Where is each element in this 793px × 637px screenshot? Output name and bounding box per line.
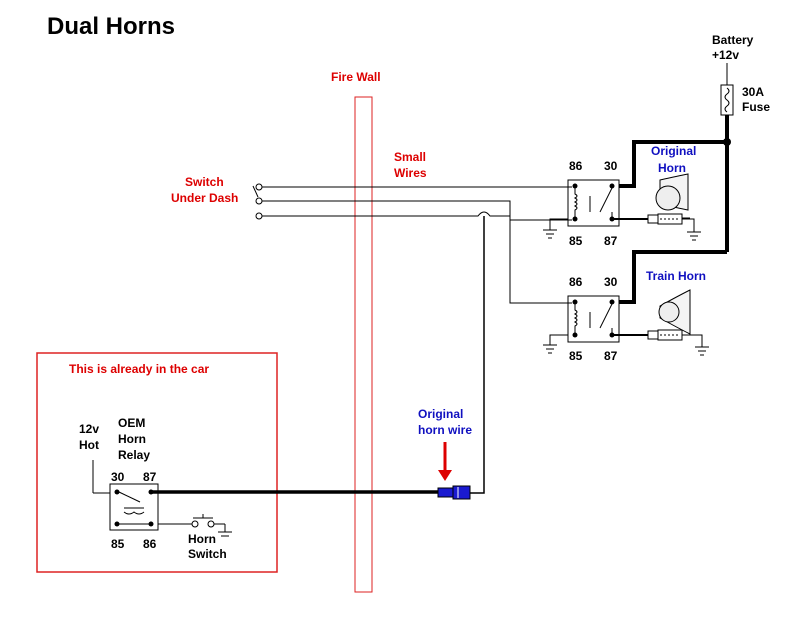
fuse-label-2: Fuse (742, 100, 770, 114)
train-horn-label: Train Horn (646, 269, 706, 283)
oem-pin-85: 85 (111, 537, 125, 551)
fuse-label-1: 30A (742, 85, 764, 99)
small-wires (262, 186, 572, 304)
switch-label-2: Under Dash (171, 191, 238, 205)
battery-label-2: +12v (712, 48, 739, 62)
oem-pin-87: 87 (143, 470, 157, 484)
horn-wire-label-1: Original (418, 407, 463, 421)
ground-icon (543, 334, 568, 354)
original-horn-label-1: Original (651, 144, 696, 158)
relay2-pin-85: 85 (569, 349, 583, 363)
relay2-pin-86: 86 (569, 275, 583, 289)
oem-pin-86: 86 (143, 537, 157, 551)
relay1-pin-86: 86 (569, 159, 583, 173)
existing-car-label: This is already in the car (69, 362, 209, 376)
train-horn-icon (658, 289, 691, 335)
power-bus (619, 115, 729, 304)
diagram-title: Dual Horns (47, 13, 175, 40)
hot-label-1: 12v (79, 422, 99, 436)
ground-icon (543, 218, 568, 239)
horn-switch-label-1: Horn (188, 532, 216, 546)
oem-relay-label-2: Horn (118, 432, 146, 446)
wire-connector (437, 485, 471, 500)
horn-switch-icon (158, 514, 232, 537)
arrow-down-icon (438, 442, 452, 481)
train-horn-connector (612, 329, 709, 356)
horn-icon (650, 173, 690, 219)
fuse (720, 84, 734, 116)
small-wires-label-2: Wires (394, 166, 427, 180)
relay2-pin-87: 87 (604, 349, 618, 363)
switch-icon (252, 183, 263, 220)
relay1-pin-85: 85 (569, 234, 583, 248)
relay2-pin-30: 30 (604, 275, 618, 289)
horn-wire-drop (470, 216, 485, 494)
junction-dot (723, 138, 731, 146)
relay1-pin-87: 87 (604, 234, 618, 248)
existing-car-box (36, 352, 278, 573)
firewall (354, 96, 373, 593)
hot-label-2: Hot (79, 438, 99, 452)
firewall-label: Fire Wall (331, 70, 381, 84)
switch-label-1: Switch (185, 175, 224, 189)
oem-pin-30: 30 (111, 470, 125, 484)
relay-train-horn (567, 295, 620, 343)
small-wires-label-1: Small (394, 150, 426, 164)
relay1-pin-30: 30 (604, 159, 618, 173)
horn-switch-label-2: Switch (188, 547, 227, 561)
oem-relay-label-3: Relay (118, 448, 150, 462)
original-horn-label-2: Horn (658, 161, 686, 175)
battery-label-1: Battery (712, 33, 754, 47)
horn-connector (612, 213, 701, 241)
oem-relay-label-1: OEM (118, 416, 145, 430)
relay-original-horn (567, 179, 620, 227)
horn-wire-label-2: horn wire (418, 423, 472, 437)
